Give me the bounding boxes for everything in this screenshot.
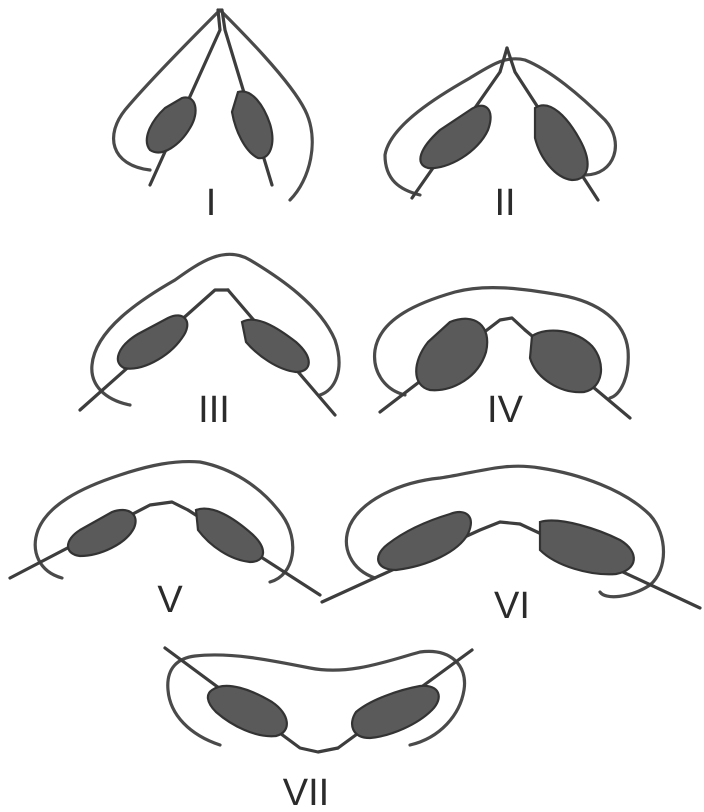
figure-vii-lobe-left [208, 686, 287, 736]
figure-iii-lobe-left [118, 315, 187, 368]
figure-iv-label: IV [487, 389, 524, 431]
figure-vi-lobe-right [540, 521, 634, 575]
figure-iii-lobe-right [242, 320, 309, 372]
figure-v: V [10, 462, 320, 621]
figure-v-outline [35, 462, 292, 582]
figure-i-lobe-right [232, 91, 272, 158]
figure-v-label: V [157, 579, 183, 621]
figure-iii-label: III [198, 389, 230, 431]
figure-i-label: I [206, 182, 217, 224]
figure-vi-outline [346, 466, 663, 597]
figure-ii-label: II [494, 182, 515, 224]
figure-iv-lobe-right [530, 331, 601, 393]
figure-vi: VI [322, 466, 700, 627]
figure-vi-lobe-left [378, 512, 471, 570]
figure-ii: II [385, 48, 615, 224]
figure-ii-lobe-left [420, 106, 490, 168]
figure-v-lobe-left [68, 510, 136, 556]
figure-v-lobe-right [196, 509, 263, 562]
figure-iv: IV [375, 288, 630, 431]
figure-vii: VII [165, 648, 472, 812]
figure-vi-label: VI [494, 585, 530, 627]
figure-i-lobe-left [147, 97, 196, 152]
figure-i-outline [114, 10, 313, 200]
figure-iii: III [80, 254, 339, 431]
figure-vii-lobe-right [352, 686, 439, 738]
figure-i: I [114, 10, 313, 224]
figure-vii-label: VII [283, 772, 329, 812]
figure-iii-outline [92, 254, 339, 405]
figure-ii-lobe-right [535, 105, 588, 180]
figure-iv-lobe-left [416, 319, 487, 390]
